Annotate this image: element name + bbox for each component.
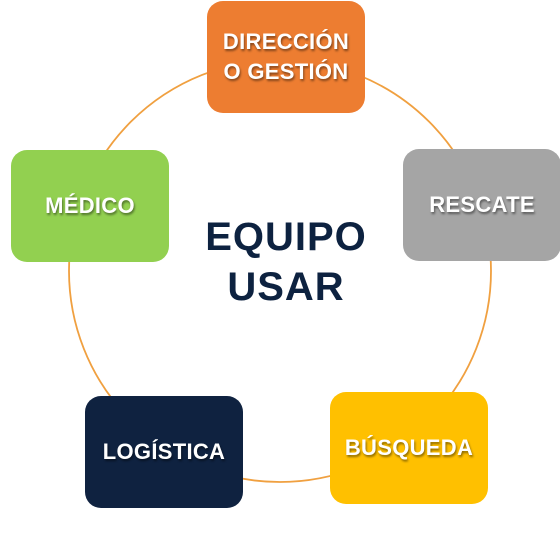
node-logistica-label: LOGÍSTICA bbox=[102, 439, 226, 464]
node-busqueda: BÚSQUEDA bbox=[330, 392, 488, 504]
node-rescate-label: RESCATE bbox=[429, 192, 535, 217]
node-busqueda-label: BÚSQUEDA bbox=[344, 435, 474, 460]
node-direccion-gestion-label: DIRECCIÓN O GESTIÓN bbox=[223, 27, 349, 87]
center-title: EQUIPO USAR bbox=[170, 212, 402, 312]
node-rescate: RESCATE bbox=[403, 149, 560, 261]
node-medico: MÉDICO bbox=[11, 150, 169, 262]
node-medico-label: MÉDICO bbox=[45, 193, 135, 218]
node-direccion-gestion: DIRECCIÓN O GESTIÓN bbox=[207, 1, 365, 113]
node-logistica: LOGÍSTICA bbox=[85, 396, 243, 508]
center-title-line-2: USAR bbox=[227, 265, 345, 309]
node-direccion-line-2: O GESTIÓN bbox=[223, 59, 349, 84]
node-direccion-line-1: DIRECCIÓN bbox=[222, 29, 350, 54]
center-title-line-1: EQUIPO bbox=[205, 215, 367, 259]
